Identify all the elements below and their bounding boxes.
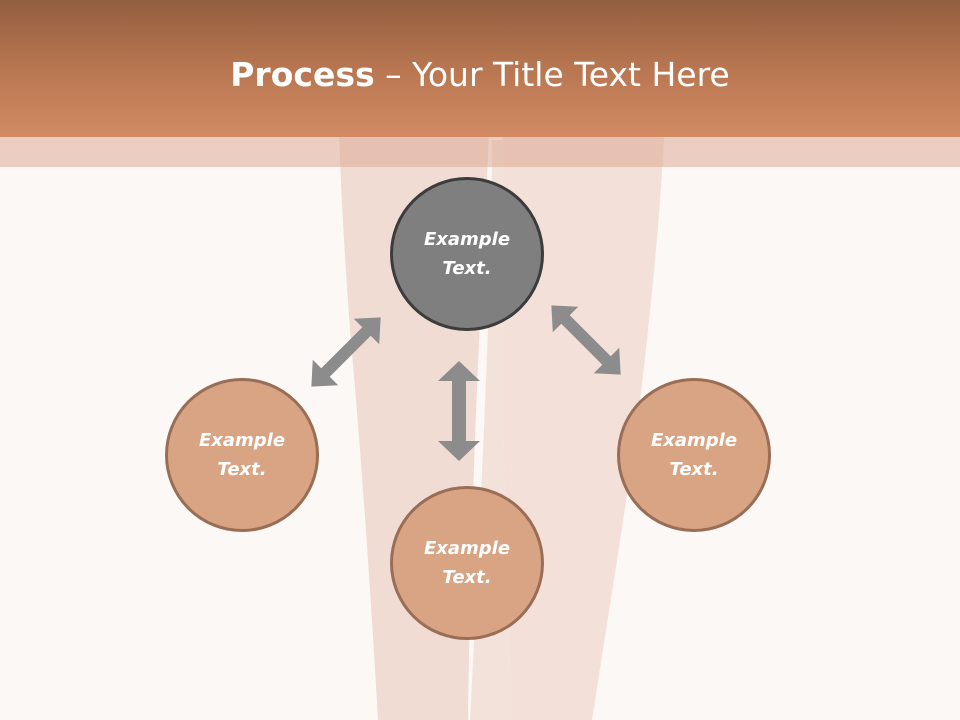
node-bottom-label: Example Text. xyxy=(423,538,511,588)
title-bold: Process xyxy=(230,55,375,94)
node-bottom-circle: Example Text. xyxy=(390,486,544,640)
arrow-top-right xyxy=(551,305,621,375)
node-top-label: Example Text. xyxy=(423,229,511,279)
node-top-circle: Example Text. xyxy=(390,177,544,331)
title-dash: – xyxy=(374,55,413,94)
node-right-circle: Example Text. xyxy=(617,378,771,532)
title-rest: Your Title Text Here xyxy=(412,55,730,94)
node-left-label: Example Text. xyxy=(198,430,286,480)
slide-title: Process – Your Title Text Here xyxy=(0,50,960,100)
node-right-label: Example Text. xyxy=(650,430,738,480)
title-header: Process – Your Title Text Here xyxy=(0,0,960,137)
right-leg-shape xyxy=(502,0,668,720)
header-band xyxy=(0,137,960,167)
node-left-circle: Example Text. xyxy=(165,378,319,532)
arrow-top-left xyxy=(311,317,381,387)
arrow-top-bottom xyxy=(438,361,480,461)
